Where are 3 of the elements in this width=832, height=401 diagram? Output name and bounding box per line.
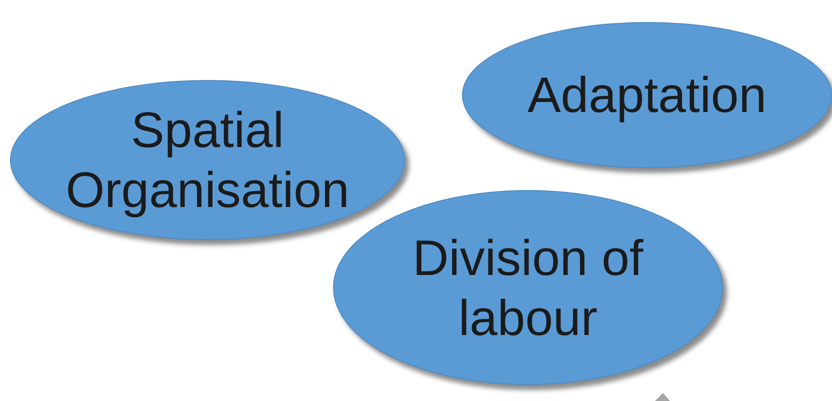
node-label: Adaptation — [527, 66, 767, 125]
node-label: Spatial Organisation — [64, 101, 350, 220]
node-label: Division of labour — [412, 228, 644, 348]
